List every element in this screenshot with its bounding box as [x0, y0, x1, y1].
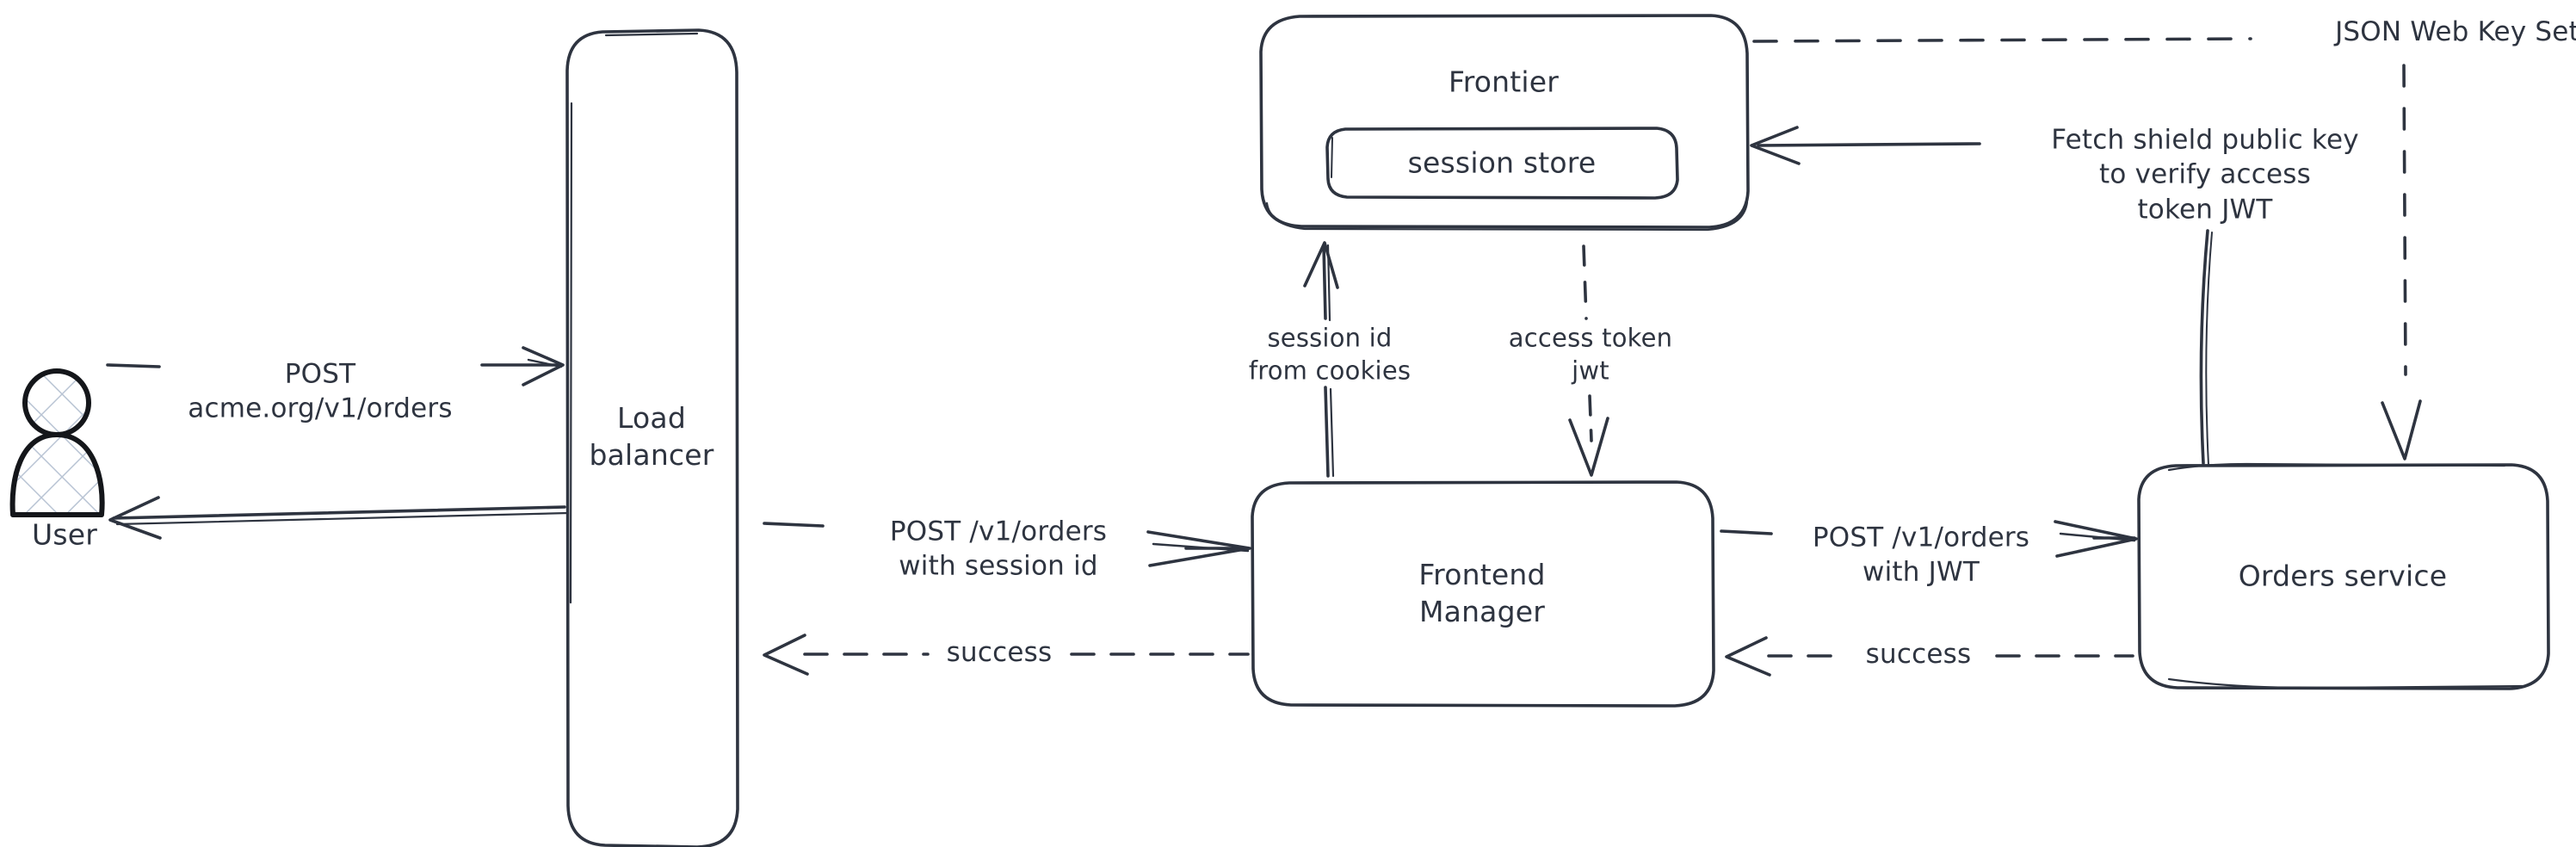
edge-lb-to-user: [108, 496, 570, 540]
frontend-manager-shape[interactable]: [1251, 480, 1715, 708]
edge-label-orders-to-frontier: Fetch shield public key to verify access…: [2051, 124, 2359, 226]
frontend-manager-label: Frontend Manager: [1418, 558, 1546, 628]
edge-fem-to-lb: [763, 634, 1250, 676]
edge-label-frontier-to-fem: access token jwt: [1508, 323, 1673, 385]
edge-frontier-to-fem: [1568, 244, 1609, 477]
frontier-label: Frontier: [1448, 65, 1560, 99]
edge-label-lb-to-fem: POST /v1/orders with session id: [889, 516, 1108, 582]
user-actor-icon: [9, 368, 105, 517]
edge-label-user-to-lb: POST acme.org/v1/orders: [188, 358, 453, 424]
user-label: User: [31, 517, 98, 552]
session-store-shape[interactable]: [1325, 127, 1679, 200]
frontier-shape[interactable]: [1259, 14, 1750, 232]
edge-lb-to-fem: [763, 522, 1251, 567]
edge-label-fem-to-orders: POST /v1/orders with JWT: [1812, 522, 2030, 588]
edge-label-fem-to-lb: success: [946, 636, 1053, 668]
edge-label-frontier-to-orders: JSON Web Key Set: [2335, 15, 2576, 47]
load-balancer-label: Load balancer: [589, 401, 714, 472]
edge-orders-to-fem: [1725, 636, 2134, 677]
edge-orders-to-frontier: [1750, 126, 2213, 466]
orders-service-label: Orders service: [2238, 559, 2448, 593]
edge-label-fem-to-frontier: session id from cookies: [1248, 323, 1412, 385]
orders-service-shape[interactable]: [2137, 462, 2550, 690]
edge-label-orders-to-fem: success: [1865, 638, 1972, 670]
session-store-label: session store: [1407, 145, 1597, 180]
edge-user-to-lb: [106, 346, 565, 386]
edge-fem-to-orders: [1720, 520, 2138, 558]
edge-frontier-to-orders: [1752, 37, 2422, 461]
edge-fem-to-frontier: [1303, 241, 1339, 478]
